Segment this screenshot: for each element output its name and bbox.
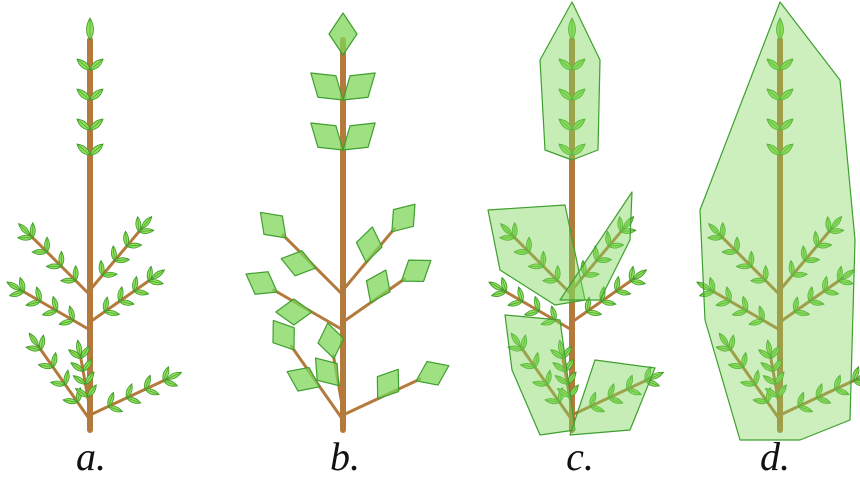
d-hull-whole xyxy=(700,2,855,440)
a-leaf-tip-2-vein xyxy=(19,224,30,235)
b-cluster-5-0 xyxy=(377,369,398,398)
c-hull-top xyxy=(540,2,600,160)
b-cluster-3-1 xyxy=(392,204,415,232)
b-cluster-top-2 xyxy=(343,73,375,100)
b-cluster-2-1 xyxy=(260,212,285,237)
b-cluster-top-0 xyxy=(329,13,357,55)
panel-a-label: a. xyxy=(51,434,131,480)
b-cluster-0-1 xyxy=(246,272,277,295)
a-branch-2 xyxy=(30,235,90,295)
b-cluster-top-1 xyxy=(311,73,343,100)
b-cluster-0-0 xyxy=(276,299,312,325)
b-cluster-top-3 xyxy=(311,123,343,150)
b-cluster-5-1 xyxy=(416,361,449,385)
panel-d-plant-hull xyxy=(697,2,860,440)
panel-c-branch-hulls xyxy=(488,2,664,435)
b-cluster-top-4 xyxy=(343,123,375,150)
panel-c-label: c. xyxy=(540,434,620,480)
c-hull-right-lower xyxy=(570,360,655,435)
b-cluster-3-0 xyxy=(356,227,382,262)
b-cluster-1-1 xyxy=(401,260,430,281)
b-cluster-4-1 xyxy=(273,320,294,349)
a-branch-5 xyxy=(90,379,167,415)
b-cluster-2-0 xyxy=(281,251,316,276)
panel-d-label: d. xyxy=(735,434,815,480)
c-hull-left-lower xyxy=(505,315,575,435)
b-cluster-1-0 xyxy=(366,270,390,303)
panel-b-label: b. xyxy=(305,434,385,480)
panel-a-plant-leaves xyxy=(7,18,182,430)
b-cluster-4-0 xyxy=(287,367,320,391)
panel-b-leaf-clusters xyxy=(246,13,449,430)
